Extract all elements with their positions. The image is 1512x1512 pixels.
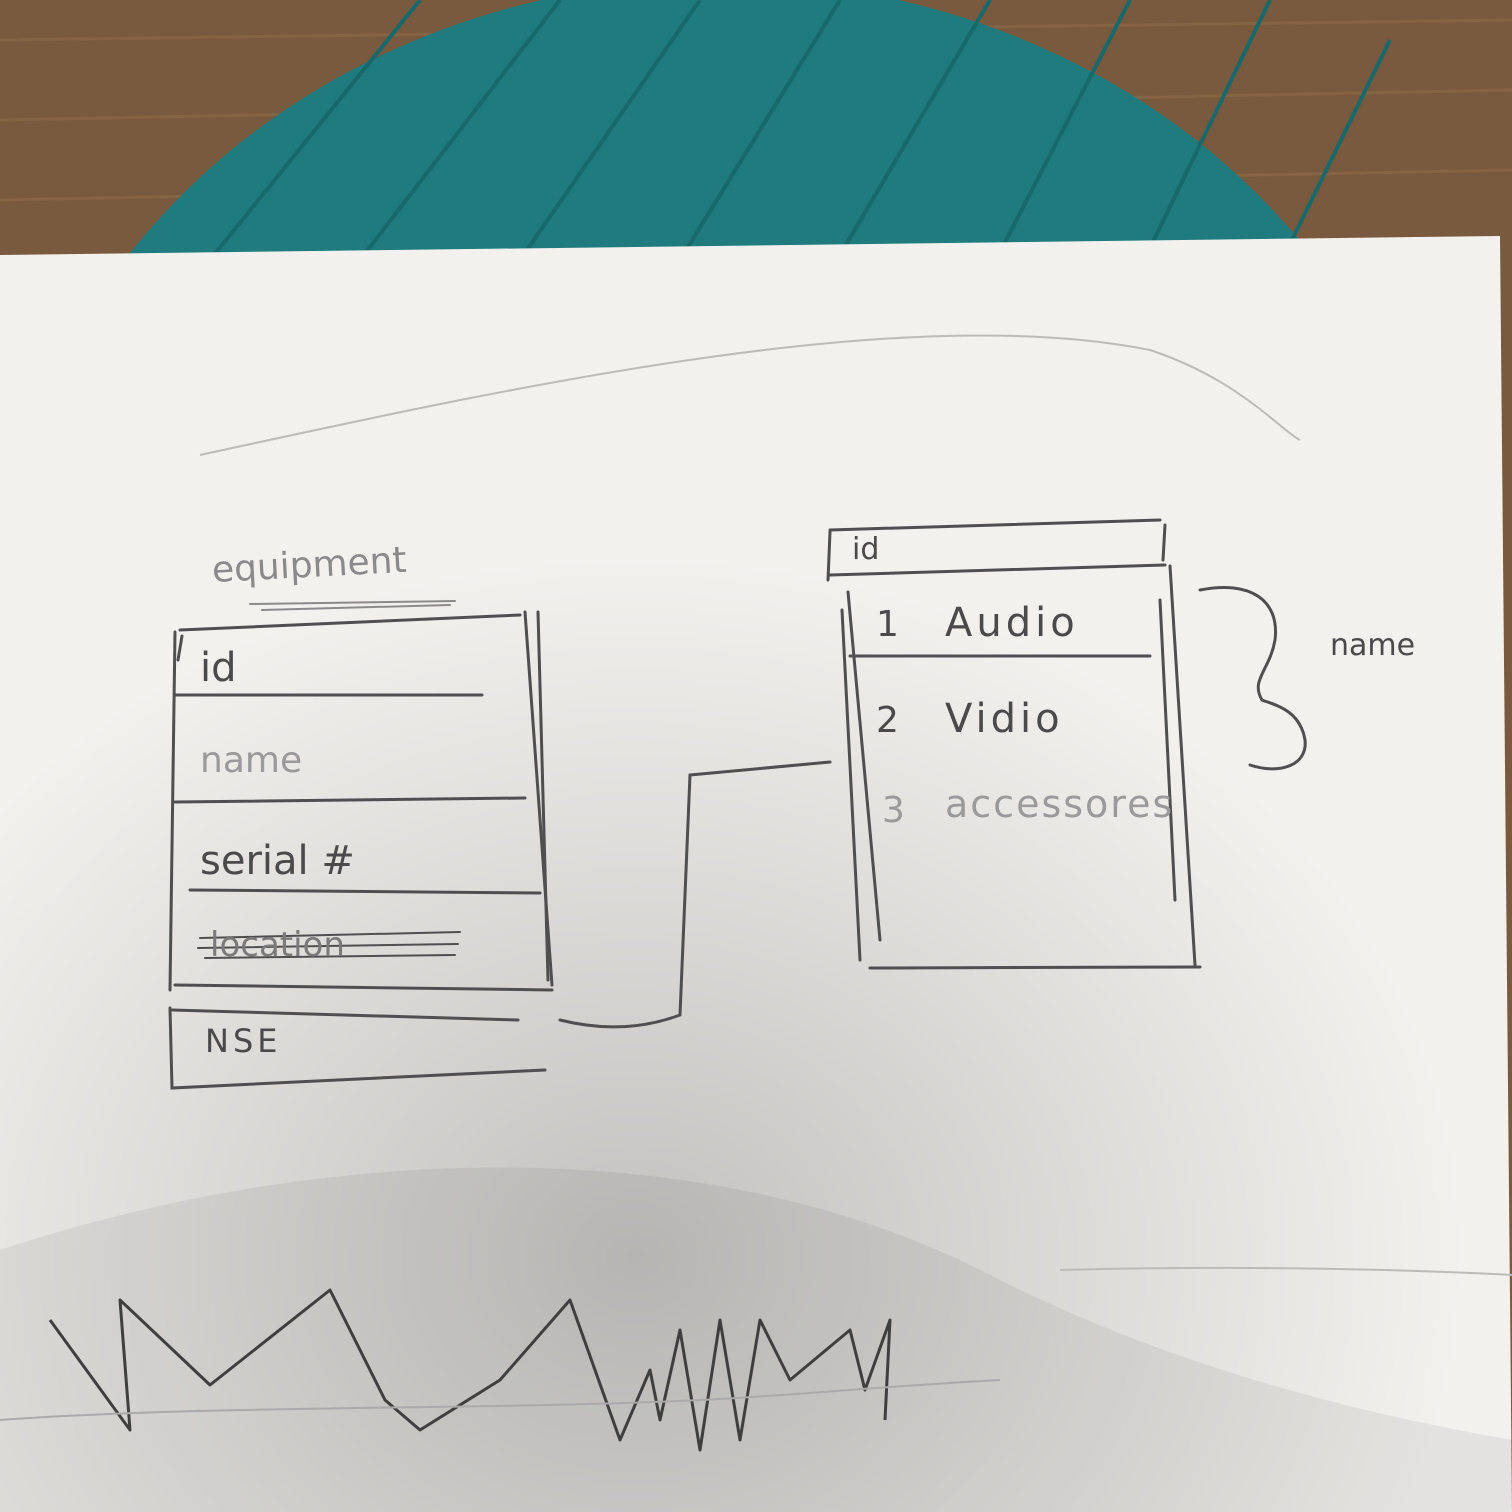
equipment-field-location-struck: location: [210, 925, 345, 965]
equipment-field-name: name: [200, 740, 303, 781]
curly-brace: [1198, 585, 1307, 771]
brace-label-name: name: [1330, 628, 1416, 663]
equipment-table: [168, 600, 554, 1090]
equipment-extra-field: NSE: [205, 1022, 282, 1060]
category-row-1-num: 1: [876, 604, 899, 645]
equipment-field-id: id: [200, 645, 237, 691]
category-table: [826, 518, 1202, 970]
relationship-connector: [558, 760, 832, 1029]
category-row-3-num: 3: [882, 790, 905, 831]
bottom-scribble: [48, 1288, 892, 1452]
category-row-3-label: accessores: [945, 782, 1175, 826]
category-row-2-label: Vidio: [945, 696, 1064, 742]
category-row-2-num: 2: [876, 700, 899, 741]
category-row-1-label: Audio: [945, 600, 1079, 646]
category-header-id: id: [852, 532, 880, 567]
equipment-field-serial: serial #: [200, 838, 355, 884]
